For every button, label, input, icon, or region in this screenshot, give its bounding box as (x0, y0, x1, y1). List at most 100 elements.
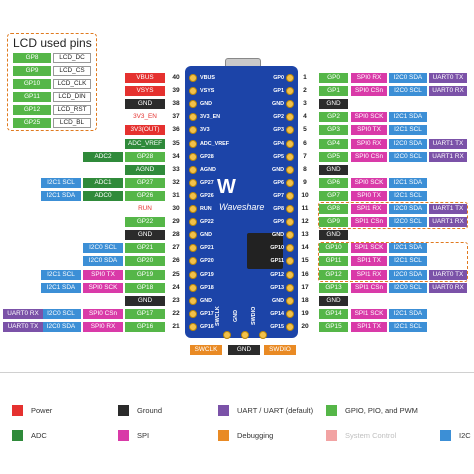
pin-hole (286, 244, 294, 253)
pin-function-tag: GP5 (319, 151, 348, 162)
pin-function-tag: UART1 RX (429, 217, 467, 228)
pin-function-tag: GP2 (319, 112, 348, 123)
pin-number: 20 (301, 322, 309, 330)
pin-hole (189, 87, 197, 96)
legend-label: ADC (31, 431, 47, 440)
board-pin-label: GP9 (273, 219, 284, 226)
legend-label: I2C (459, 431, 471, 440)
pin-hole (189, 244, 197, 253)
lcd-pins-title: LCD used pins (13, 36, 92, 50)
pin-number: 27 (172, 244, 180, 252)
pin-hole (286, 165, 294, 174)
pin-hole (189, 283, 197, 292)
pin-hole (189, 205, 197, 213)
pin-function-tag: GP9 (319, 217, 348, 228)
pin-function-tag: GP13 (319, 282, 348, 293)
pin-function-tag: SPI0 SCK (351, 112, 387, 123)
pin-function-tag: GND (319, 295, 348, 306)
pin-function-tag: SPI0 CSn (83, 308, 123, 319)
board-pin-label: VBUS (200, 75, 215, 81)
pin-function-tag: 3V3(OUT) (125, 125, 165, 136)
pin-function-tag: VBUS (125, 73, 165, 83)
pin-hole (286, 270, 294, 279)
pin-number: 31 (172, 191, 180, 199)
pin-function-tag: SPI1 SCK (351, 308, 387, 319)
pin-function-tag: SPI0 CSn (351, 86, 387, 97)
pin-function-tag: I2C0 SDA (389, 138, 427, 149)
pin-number: 28 (172, 231, 180, 239)
pin-function-tag: GP26 (125, 190, 165, 201)
pin-function-tag: SPI0 CSn (351, 151, 387, 162)
pin-hole (189, 178, 197, 187)
pin-function-tag: I2C1 SCL (389, 190, 427, 201)
pin-hole (286, 322, 294, 331)
pin-number: 7 (303, 152, 307, 160)
pin-function-tag: GP18 (125, 282, 165, 293)
lcd-pins-highlight-bottom (318, 242, 468, 282)
legend-swatch (440, 430, 451, 441)
pin-hole (241, 331, 249, 339)
pin-number: 21 (172, 322, 180, 330)
board-pin-label: GP28 (200, 153, 214, 160)
pin-function-tag: GP21 (125, 243, 165, 254)
legend-label: Debugging (237, 431, 274, 440)
board-pin-label: 3V3_EN (200, 114, 221, 121)
lcd-gpio-tag: GP12 (13, 105, 51, 115)
pin-number: 36 (172, 126, 180, 134)
pin-function-tag: SPI1 SCK (351, 243, 387, 254)
pin-function-tag: I2C0 SDA (389, 204, 427, 214)
pin-hole (189, 74, 197, 82)
debug-pin-tag: SWCLK (190, 345, 222, 355)
pin-function-tag: SPI1 CSn (351, 282, 387, 293)
pin-hole (286, 205, 294, 213)
board-pin-label: GP0 (273, 75, 284, 81)
pin-function-tag: GP3 (319, 125, 348, 136)
pin-hole (189, 191, 197, 200)
legend-swatch (326, 405, 337, 416)
debug-pin-tag: GND (228, 345, 260, 355)
pin-number: 38 (172, 100, 180, 108)
pin-number: 35 (172, 139, 180, 147)
pin-function-tag: GP20 (125, 256, 165, 267)
legend-swatch (118, 430, 129, 441)
board-pin-label: GP27 (200, 179, 214, 186)
pin-hole (286, 113, 294, 122)
pin-hole (189, 100, 197, 109)
board-pin-label: GND (272, 297, 284, 304)
pin-hole (286, 296, 294, 305)
pin-function-tag: GND (319, 99, 348, 110)
pin-hole (286, 139, 294, 148)
pin-function-tag: ADC1 (83, 177, 123, 188)
pin-function-tag: I2C1 SCL (389, 256, 427, 267)
pin-hole (286, 231, 294, 240)
lcd-function-tag: LCD_BL (53, 118, 91, 128)
pin-number: 18 (301, 296, 309, 304)
lcd-function-tag: LCD_CLK (53, 79, 91, 89)
pin-hole (286, 152, 294, 161)
pin-function-tag: I2C0 SDA (83, 256, 123, 267)
debug-pin-tag: SWDIO (264, 345, 296, 355)
pin-hole (286, 218, 294, 227)
pin-function-tag: I2C0 SCL (83, 243, 123, 254)
pin-function-tag: RUN (125, 204, 165, 214)
pin-function-tag: I2C1 SDA (41, 190, 81, 201)
board-pin-label: ADC_VREF (200, 140, 230, 147)
pin-function-tag: UART0 TX (429, 269, 467, 280)
pin-function-tag: UART1 TX (429, 204, 467, 214)
pin-number: 37 (172, 113, 180, 121)
legend-label: System Control (345, 431, 397, 440)
board-pin-label: GP16 (200, 323, 214, 330)
pin-hole (189, 322, 197, 331)
board-pin-label: GP18 (200, 284, 214, 291)
board-pin-label: GP13 (270, 284, 284, 291)
pin-hole (189, 309, 197, 318)
pin-function-tag: I2C0 SCL (41, 308, 81, 319)
pin-function-tag: I2C0 SDA (41, 321, 81, 332)
pin-function-tag: GND (319, 164, 348, 175)
legend-swatch (218, 405, 229, 416)
pin-function-tag: I2C1 SDA (389, 308, 427, 319)
pin-function-tag: I2C1 SDA (389, 243, 427, 254)
pin-function-tag: SPI0 RX (351, 73, 387, 83)
legend-divider (0, 372, 474, 373)
board-pin-label: GND (200, 297, 212, 304)
